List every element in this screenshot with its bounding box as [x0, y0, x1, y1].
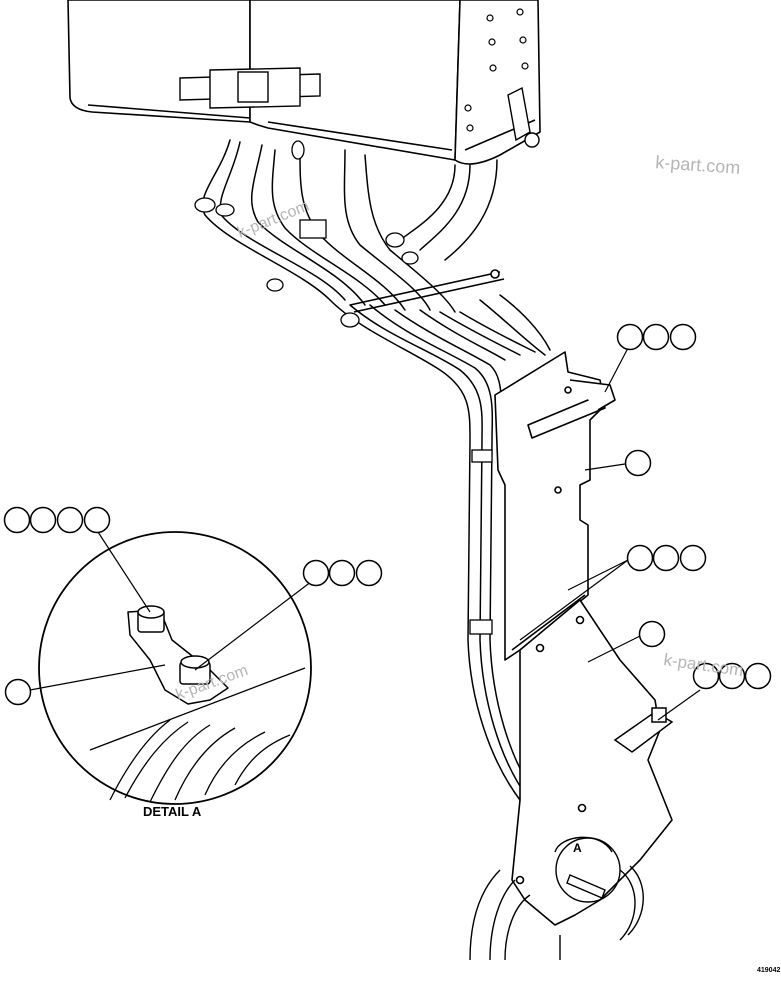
detail-a-view: [38, 531, 312, 805]
callout-bubble: [328, 559, 356, 587]
view-a-circle: [554, 836, 621, 903]
callout-bubble: [3, 506, 31, 534]
callout-shield-plate: [624, 449, 652, 477]
callout-detail-bracket: [4, 678, 32, 706]
callout-bubble: [355, 559, 383, 587]
detail-label: DETAIL A: [143, 804, 202, 819]
callout-bubble: [302, 559, 330, 587]
callout-bubble: [669, 323, 697, 351]
door-latch: [179, 67, 540, 148]
callout-bubble: [624, 449, 652, 477]
clip-bracket: [613, 707, 674, 753]
lower-hoses: [469, 865, 644, 961]
shield-plate-upper: [494, 351, 616, 661]
hose-fittings: [194, 140, 493, 635]
callout-bubble: [616, 323, 644, 351]
callout-bubble: [718, 662, 746, 690]
callout-bubble: [56, 506, 84, 534]
shield-plate-lower: [511, 594, 673, 926]
clamp-bar: [349, 269, 505, 313]
panel-holes: [464, 8, 529, 132]
drawing-number: 419042: [757, 967, 780, 974]
callout-bubble: [744, 662, 772, 690]
callout-detail-nut: [302, 559, 383, 587]
control-valve-housing: [67, 0, 541, 165]
callout-bubble: [679, 544, 707, 572]
callout-bubble: [642, 323, 670, 351]
callout-clip: [692, 662, 772, 690]
callout-leaders: [29, 347, 701, 721]
callout-bubble: [4, 678, 32, 706]
watermark: k-part.com: [655, 152, 741, 178]
callout-group-top-right: [616, 323, 697, 351]
callout-group-middle-right: [626, 544, 707, 572]
callout-bubble: [626, 544, 654, 572]
callout-lower-plate: [638, 620, 666, 648]
callout-bubble: [692, 662, 720, 690]
callout-bubble: [652, 544, 680, 572]
callout-bubble: [29, 506, 57, 534]
callout-bubble: [83, 506, 111, 534]
callout-bubble: [638, 620, 666, 648]
hose-bundle: [202, 139, 551, 801]
view-marker: A: [573, 841, 582, 855]
callout-detail-bolt: [3, 506, 111, 534]
